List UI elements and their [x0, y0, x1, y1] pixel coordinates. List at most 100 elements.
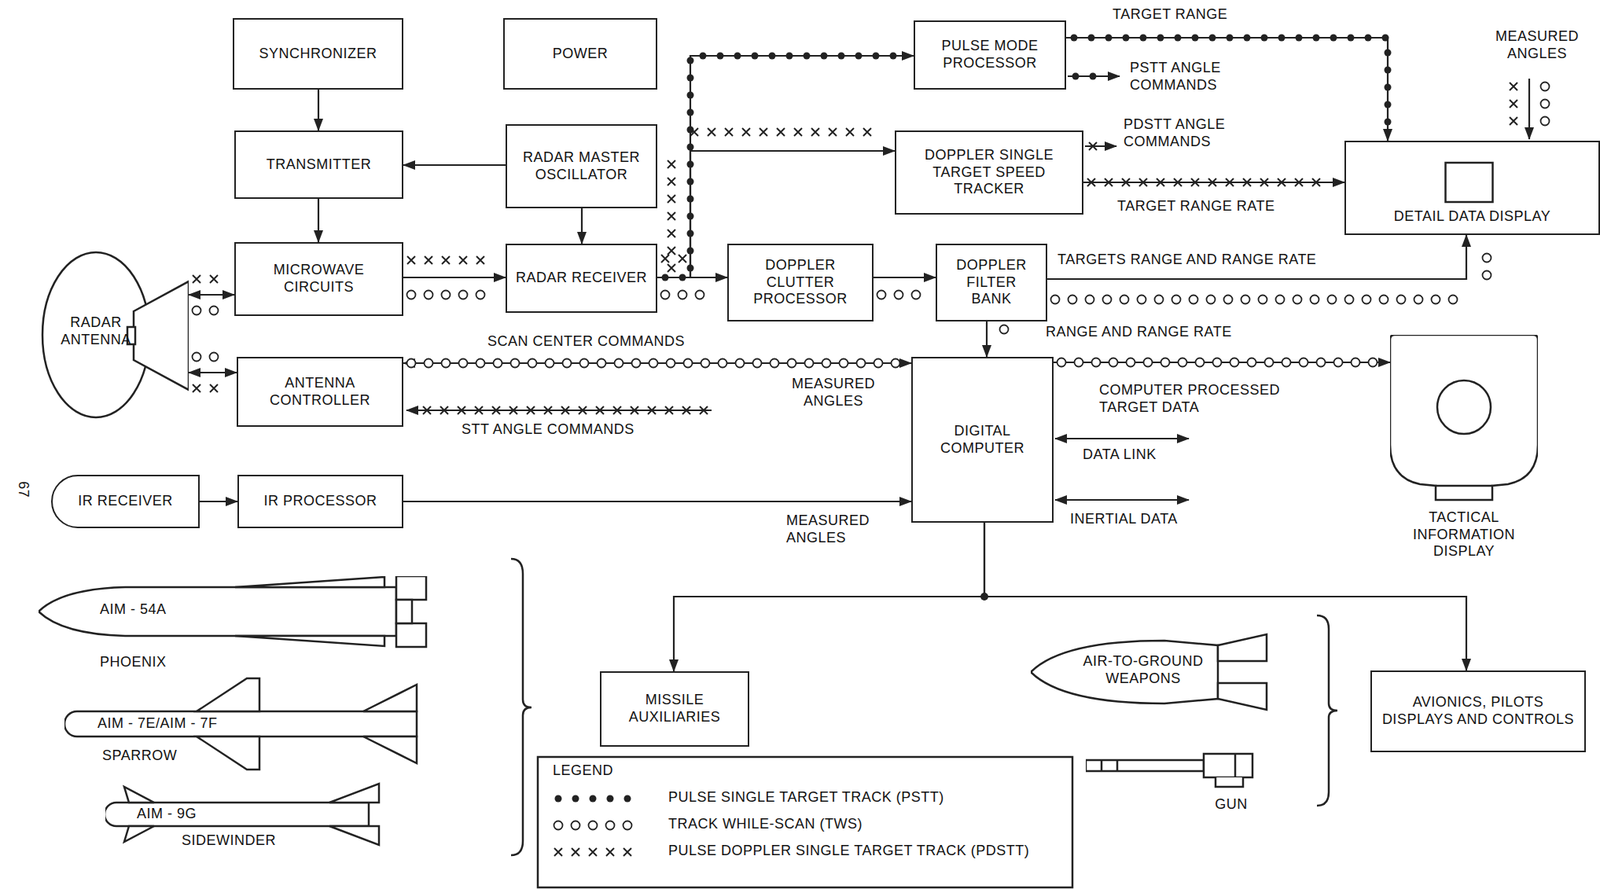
- signal-label: MEASURED ANGLES: [1482, 28, 1593, 63]
- tws-ring: [1258, 295, 1268, 305]
- pstt-dot: [803, 52, 811, 60]
- tws-ring: [1074, 358, 1084, 368]
- pdstt-cross: [1509, 82, 1518, 91]
- pstt-dot: [687, 230, 695, 238]
- tws-ring: [1109, 358, 1119, 368]
- tws-ring: [701, 359, 710, 368]
- pstt-dot: [1157, 34, 1165, 42]
- pdstt-cross: [794, 128, 802, 137]
- screen-icon: [1445, 162, 1494, 203]
- pstt-dot: [687, 247, 695, 255]
- legend-text: PULSE SINGLE TARGET TRACK (PSTT): [668, 789, 1062, 807]
- pdstt-cross: [665, 406, 674, 415]
- signal-label: TARGETS RANGE AND RANGE RATE: [1055, 251, 1319, 269]
- tws-ring: [632, 359, 641, 368]
- box-label: DOPPLER SINGLE TARGET SPEED TRACKER: [904, 147, 1075, 199]
- outline-part: [363, 736, 417, 764]
- signal-label: PDSTT ANGLE COMMANDS: [1121, 116, 1259, 151]
- tws-ring: [1414, 295, 1424, 305]
- process-box: AVIONICS, PILOTS DISPLAYS AND CONTROLS: [1370, 670, 1586, 753]
- pdstt-cross: [613, 406, 622, 415]
- legend-row: PULSE DOPPLER SINGLE TARGET TRACK (PDSTT…: [550, 842, 1070, 862]
- legend-text: TRACK WHILE-SCAN (TWS): [668, 816, 1062, 834]
- pdstt-cross: [1191, 178, 1200, 187]
- pstt-dot: [679, 274, 687, 282]
- tws-ring: [874, 359, 883, 368]
- process-box: TRANSMITTER: [234, 130, 404, 199]
- tws-ring: [1482, 271, 1492, 280]
- pdstt-cross: [509, 406, 518, 415]
- process-box: PULSE MODE PROCESSOR: [913, 20, 1067, 90]
- pstt-dot: [1226, 34, 1234, 42]
- box-label: PHOENIX: [99, 654, 258, 672]
- pstt-dot: [872, 52, 880, 60]
- page-number: 67: [14, 478, 32, 502]
- signal-label: COMPUTER PROCESSED TARGET DATA: [1096, 382, 1333, 416]
- pstt-dot: [662, 274, 670, 282]
- pstt-dot: [1140, 34, 1148, 42]
- pdstt-cross: [606, 848, 615, 857]
- box-label: RADAR RECEIVER: [515, 269, 648, 287]
- pdstt-cross: [1121, 178, 1130, 187]
- pstt-dot: [687, 264, 695, 273]
- signal-line: [1528, 78, 1531, 140]
- outline-part: [235, 577, 385, 588]
- tws-ring: [678, 290, 688, 300]
- tws-ring: [511, 359, 520, 368]
- tws-ring: [805, 359, 814, 368]
- pstt-dot: [687, 195, 695, 203]
- pdstt-cross: [1509, 117, 1518, 126]
- box-label: AIM - 7E/AIM - 7F: [97, 715, 287, 733]
- signal-line: [406, 409, 712, 412]
- tws-ring: [1316, 358, 1326, 368]
- tws-ring: [606, 821, 615, 831]
- data-line: [1055, 499, 1189, 501]
- connector: [188, 294, 235, 296]
- pdstt-cross: [1088, 142, 1097, 151]
- pdstt-cross: [1243, 178, 1251, 187]
- tws-ring: [1310, 295, 1320, 305]
- antenna-symbol: RADAR ANTENNA: [40, 250, 189, 421]
- bracket: [1316, 615, 1338, 806]
- tws-ring: [1397, 295, 1406, 305]
- process-box: MICROWAVE CIRCUITS: [234, 242, 404, 317]
- pdstt-cross: [811, 128, 820, 137]
- signal-label: DATA LINK: [1080, 446, 1238, 464]
- pdstt-cross: [595, 406, 604, 415]
- box-label: AVIONICS, PILOTS DISPLAYS AND CONTROLS: [1379, 694, 1577, 729]
- tws-ring: [1103, 295, 1112, 305]
- connector: [403, 500, 912, 503]
- tws-ring: [1334, 358, 1343, 368]
- tws-ring: [476, 290, 486, 300]
- bracket: [511, 559, 532, 856]
- tws-ring: [1068, 295, 1078, 305]
- tws-ring: [1345, 295, 1354, 305]
- pdstt-cross: [667, 194, 676, 203]
- box-label: MISSILE AUXILIARIES: [609, 691, 740, 726]
- box-label: SYNCHRONIZER: [258, 45, 377, 63]
- display-monitor: TACTICAL INFORMATION DISPLAY: [1390, 334, 1538, 571]
- outline-part: [1390, 334, 1538, 501]
- box-label: POWER: [552, 45, 609, 63]
- tws-ring: [441, 359, 451, 368]
- outline-part: [363, 684, 417, 712]
- tws-ring: [1120, 295, 1130, 305]
- box-label: MICROWAVE CIRCUITS: [243, 261, 394, 296]
- pdstt-cross: [623, 848, 632, 857]
- outline-part: [1437, 380, 1491, 435]
- tws-ring: [1126, 358, 1136, 368]
- pdstt-cross: [588, 848, 597, 857]
- outline-part: [396, 576, 427, 600]
- tws-ring: [571, 821, 581, 831]
- pstt-dot: [1088, 34, 1096, 42]
- pdstt-cross: [457, 406, 466, 415]
- pstt-dot: [734, 52, 742, 60]
- tws-ring: [1213, 358, 1222, 368]
- pstt-dot: [1330, 34, 1338, 42]
- box-label: SPARROW: [102, 747, 221, 766]
- tws-ring: [1431, 295, 1441, 305]
- process-box: RADAR RECEIVER: [505, 243, 658, 313]
- outline-part: [1203, 754, 1253, 778]
- connector: [317, 198, 320, 243]
- pstt-dot: [555, 795, 563, 803]
